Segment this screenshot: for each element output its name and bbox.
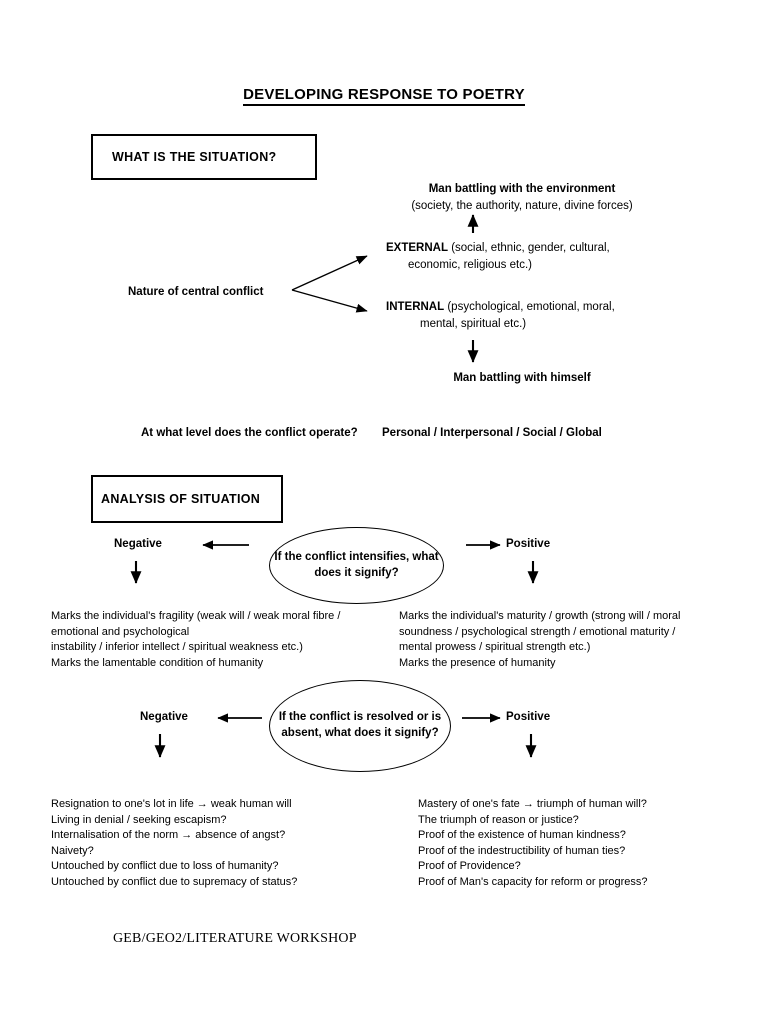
internal-detail-line2: mental, spiritual etc.) bbox=[420, 317, 527, 330]
question-ellipse-conflict-resolved: If the conflict is resolved or is absent… bbox=[269, 680, 451, 772]
nature-of-central-conflict-label: Nature of central conflict bbox=[128, 286, 264, 298]
resolved-positive-text: Mastery of one's fate → triumph of human… bbox=[418, 798, 648, 889]
page-title: DEVELOPING RESPONSE TO POETRY bbox=[0, 86, 768, 106]
man-battling-environment-heading: Man battling with the environment bbox=[428, 183, 616, 195]
external-detail-line1: (social, ethnic, gender, cultural, bbox=[451, 242, 610, 254]
internal-keyword: INTERNAL bbox=[386, 301, 445, 313]
man-battling-environment-block: Man battling with the environment (socie… bbox=[372, 181, 672, 214]
positive-label-resolved: Positive bbox=[506, 711, 551, 723]
question-ellipse-conflict-intensifies-text: If the conflict intensifies, what does i… bbox=[274, 550, 439, 579]
intensifies-negative-text: Marks the individual's fragility (weak w… bbox=[51, 610, 341, 669]
external-keyword: EXTERNAL bbox=[386, 242, 448, 254]
page-title-text: DEVELOPING RESPONSE TO POETRY bbox=[243, 86, 525, 106]
intensifies-positive-text: Marks the individual's maturity / growth… bbox=[399, 610, 681, 669]
negative-label-resolved: Negative bbox=[140, 711, 188, 723]
document-footer: GEB/GEO2/LITERATURE WORKSHOP bbox=[113, 931, 357, 946]
conflict-level-question: At what level does the conflict operate? bbox=[141, 427, 358, 439]
external-conflict-block: EXTERNAL (social, ethnic, gender, cultur… bbox=[386, 240, 716, 273]
positive-label-intensifies: Positive bbox=[506, 538, 551, 550]
arrow-nature-to-external bbox=[291, 255, 368, 291]
question-ellipse-conflict-intensifies: If the conflict intensifies, what does i… bbox=[269, 527, 444, 604]
section-box-situation: WHAT IS THE SITUATION? bbox=[91, 134, 317, 180]
internal-conflict-block: INTERNAL (psychological, emotional, mora… bbox=[386, 299, 716, 332]
resolved-negative-text: Resignation to one's lot in life → weak … bbox=[51, 798, 298, 889]
internal-detail-line1: (psychological, emotional, moral, bbox=[447, 301, 615, 313]
arrow-nature-to-internal bbox=[291, 289, 368, 313]
section-box-analysis-label: ANALYSIS OF SITUATION bbox=[101, 492, 261, 506]
negative-label-intensifies: Negative bbox=[114, 538, 162, 550]
man-battling-environment-detail: (society, the authority, nature, divine … bbox=[411, 199, 633, 212]
conflict-level-answer: Personal / Interpersonal / Social / Glob… bbox=[382, 427, 602, 439]
external-detail-line2: economic, religious etc.) bbox=[408, 258, 532, 271]
section-box-situation-label: WHAT IS THE SITUATION? bbox=[112, 150, 277, 164]
man-battling-himself-label: Man battling with himself bbox=[453, 372, 591, 384]
section-box-analysis: ANALYSIS OF SITUATION bbox=[91, 475, 283, 523]
question-ellipse-conflict-resolved-text: If the conflict is resolved or is absent… bbox=[278, 711, 442, 739]
